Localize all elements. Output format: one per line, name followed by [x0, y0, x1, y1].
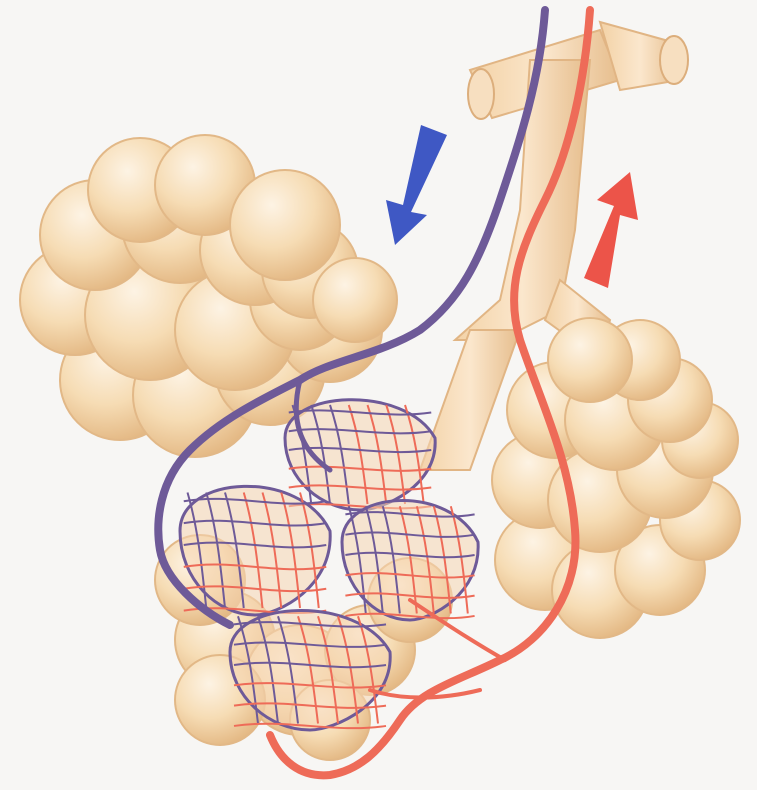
alveolus — [230, 170, 340, 280]
blood-out-arrow — [584, 172, 638, 288]
bronchiole-end-left — [468, 69, 494, 119]
blood-in-arrow — [386, 125, 447, 245]
capillary-net — [285, 400, 435, 510]
alveolus — [313, 258, 397, 342]
bronchiole-end-right — [660, 36, 688, 84]
alveolus — [548, 318, 632, 402]
